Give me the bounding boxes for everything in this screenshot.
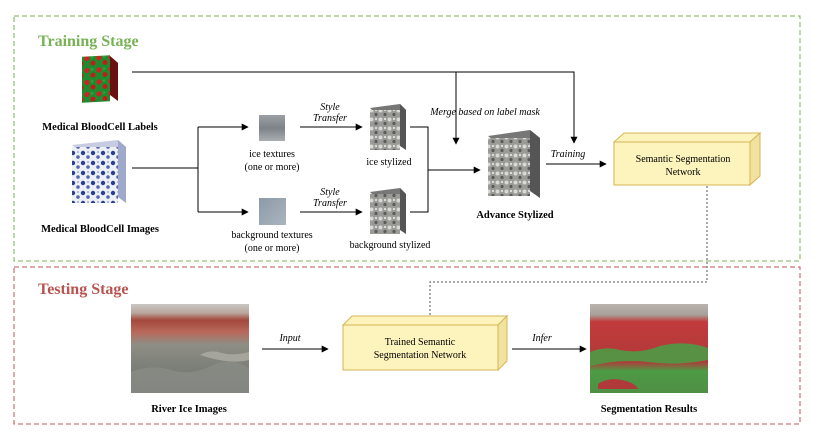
training-arrow-label: Training <box>551 149 585 160</box>
semantic-segmentation-network-block <box>612 131 762 187</box>
advance-stylized-caption: Advance Stylized <box>476 210 553 221</box>
ice-texture-image <box>259 115 285 141</box>
network-label-line1: Semantic Segmentation <box>636 154 731 165</box>
river-ice-caption: River Ice Images <box>151 404 227 415</box>
trained-network-line2: Segmentation Network <box>374 350 466 361</box>
background-textures-line2: (one or more) <box>245 243 300 254</box>
training-stage-title: Training Stage <box>38 33 139 50</box>
infer-arrow-label: Infer <box>531 333 552 344</box>
advance-stylized-image <box>488 130 540 198</box>
ice-to-merge-line <box>410 126 481 174</box>
blood-cell-labels-image <box>82 55 118 103</box>
style-transfer-1-line2: Transfer <box>313 113 347 124</box>
images-caption: Medical BloodCell Images <box>41 224 159 235</box>
merge-note: Merge based on label mask <box>429 107 540 118</box>
labels-to-network-line <box>132 71 578 144</box>
blood-cell-images-image <box>72 140 126 203</box>
trained-network-line1: Trained Semantic <box>385 337 456 348</box>
testing-stage-frame <box>13 266 801 425</box>
trained-network-block <box>341 314 509 372</box>
input-arrow-label: Input <box>278 333 300 344</box>
segmentation-result-image <box>590 304 708 393</box>
ice-stylized-caption: ice stylized <box>366 157 411 168</box>
background-textures-line1: background textures <box>231 230 312 241</box>
river-ice-photo <box>131 304 249 393</box>
ice-textures-line1: ice textures <box>249 149 295 160</box>
style-transfer-1-line1: Style <box>320 102 340 113</box>
background-stylized-caption: background stylized <box>350 240 431 251</box>
bg-to-merge-line <box>410 170 429 213</box>
ice-stylized-image <box>370 104 406 150</box>
background-stylized-image <box>370 188 406 234</box>
segmentation-results-caption: Segmentation Results <box>601 404 698 415</box>
testing-stage-title: Testing Stage <box>38 281 129 298</box>
labels-caption: Medical BloodCell Labels <box>42 122 158 133</box>
network-label-line2: Network <box>666 167 701 178</box>
style-transfer-2-line2: Transfer <box>313 198 347 209</box>
ice-textures-line2: (one or more) <box>245 162 300 173</box>
background-texture-image <box>259 198 286 225</box>
trained-model-connector <box>426 186 708 323</box>
style-transfer-2-line1: Style <box>320 187 340 198</box>
training-stage-frame <box>13 15 801 262</box>
